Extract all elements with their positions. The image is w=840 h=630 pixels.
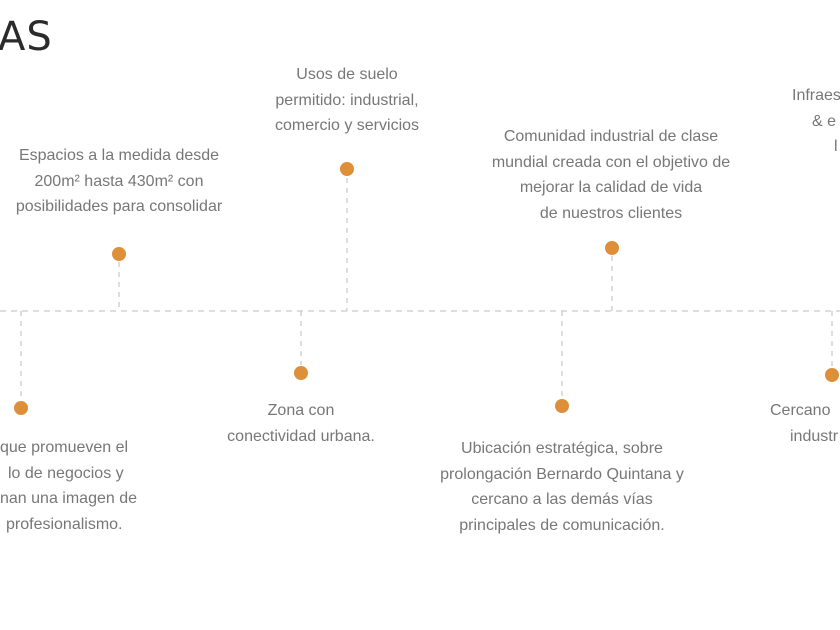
- milestone-line: permitido: industrial,: [275, 91, 419, 109]
- milestone-line: conectividad urbana.: [227, 427, 375, 445]
- milestone-top-4-text: Infraes & e l: [776, 83, 840, 160]
- milestone-line: Ubicación estratégica, sobre: [461, 440, 663, 457]
- milestone-line: Espacios a la medida desde: [18, 147, 220, 164]
- milestone-dot-top-1: [112, 247, 126, 261]
- milestone-line: Zona con: [267, 402, 335, 419]
- milestone-line: que promueven el: [0, 439, 129, 456]
- milestone-line: nan una imagen de: [0, 490, 137, 507]
- milestone-bottom-1-text: que promueven el lo de negocios y nan un…: [0, 435, 140, 537]
- milestone-line: mundial creada con el objetivo de: [491, 153, 731, 171]
- milestone-bottom-3-text: Ubicación estratégica, sobre prolongació…: [426, 436, 698, 538]
- milestone-bottom-4-text: Cercano industr: [768, 398, 840, 449]
- milestone-bottom-2-text: Zona con conectividad urbana.: [210, 398, 392, 449]
- milestone-line: mejorar la calidad de vida: [519, 179, 703, 196]
- milestone-line: principales de comunicación.: [459, 516, 665, 534]
- milestone-line: Infraes: [792, 87, 840, 104]
- milestone-dot-bottom-3: [555, 399, 569, 413]
- milestone-line: 200m² hasta 430m² con: [34, 172, 204, 190]
- milestone-top-2-text: Usos de suelo permitido: industrial, com…: [257, 62, 437, 139]
- milestone-line: industr: [790, 427, 839, 445]
- milestone-line: de nuestros clientes: [539, 204, 683, 222]
- milestone-dot-bottom-2: [294, 366, 308, 380]
- section-heading: AS: [0, 14, 53, 60]
- milestone-line: Comunidad industrial de clase: [503, 128, 719, 145]
- milestone-line: lo de negocios y: [8, 464, 124, 482]
- milestone-top-1-text: Espacios a la medida desde 200m² hasta 4…: [8, 143, 230, 220]
- milestone-line: & e: [812, 112, 837, 130]
- milestone-dot-top-2: [340, 162, 354, 176]
- milestone-line: Usos de suelo: [296, 66, 398, 83]
- milestone-line: profesionalismo.: [6, 515, 123, 533]
- milestone-line: cercano a las demás vías: [471, 491, 653, 508]
- milestone-line: posibilidades para consolidar: [15, 198, 223, 215]
- milestone-top-3-text: Comunidad industrial de clase mundial cr…: [478, 124, 744, 226]
- milestone-line: prolongación Bernardo Quintana y: [440, 465, 684, 483]
- milestone-dot-top-3: [605, 241, 619, 255]
- milestone-dot-bottom-1: [14, 401, 28, 415]
- milestone-dot-bottom-4: [825, 368, 839, 382]
- milestone-line: l: [834, 138, 838, 155]
- milestone-line: comercio y servicios: [274, 117, 420, 134]
- milestone-line: Cercano: [770, 402, 831, 419]
